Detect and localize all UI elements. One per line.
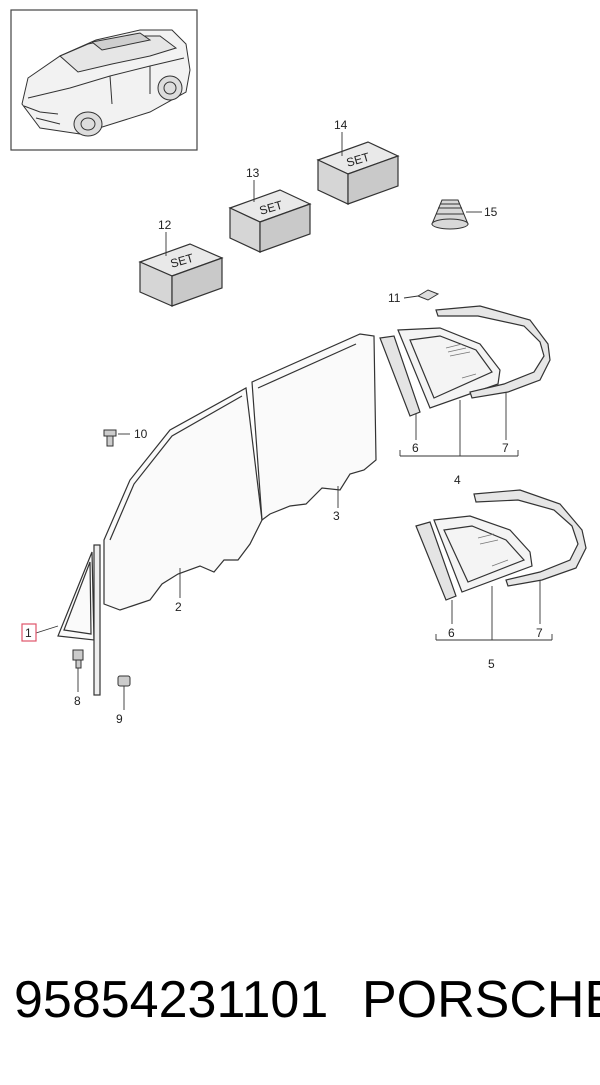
- part-5-fixed-glass: [415, 489, 587, 601]
- brand-name: PORSCHE: [362, 971, 600, 1029]
- callout-1-highlight: [21, 623, 37, 642]
- callout-7-b[interactable]: 7: [536, 626, 543, 640]
- vehicle-thumbnail: [10, 9, 198, 151]
- callout-13[interactable]: 13: [246, 166, 260, 180]
- callout-12[interactable]: 12: [158, 218, 172, 232]
- callout-15[interactable]: 15: [484, 205, 498, 219]
- callout-6-b[interactable]: 6: [448, 626, 455, 640]
- part-4-fixed-glass: [379, 305, 551, 417]
- part-3-rear-door-glass: [251, 333, 377, 522]
- leader-lines: [35, 132, 553, 710]
- part-15-grommet: [431, 199, 469, 230]
- part-8-screw: [72, 649, 84, 669]
- callout-11[interactable]: 11: [388, 291, 401, 305]
- set-box-13: [228, 189, 312, 253]
- part-2-front-door-glass: [103, 387, 263, 611]
- set-label-13: SET: [258, 198, 285, 218]
- callout-9[interactable]: 9: [116, 712, 123, 726]
- part-10-bolt: [103, 429, 117, 447]
- part-11-clip: [416, 289, 440, 301]
- callout-6-a[interactable]: 6: [412, 441, 419, 455]
- part-1-quarter-glass: [57, 551, 95, 641]
- set-label-14: SET: [345, 150, 372, 170]
- callout-14[interactable]: 14: [334, 118, 348, 132]
- callout-3[interactable]: 3: [333, 509, 340, 523]
- set-box-14: [316, 141, 400, 205]
- callout-10[interactable]: 10: [134, 427, 148, 441]
- division-channel: [93, 544, 101, 696]
- callout-1[interactable]: 1: [25, 626, 32, 640]
- callout-8[interactable]: 8: [74, 694, 81, 708]
- callout-2[interactable]: 2: [175, 600, 182, 614]
- set-box-12: [138, 243, 224, 307]
- callout-4[interactable]: 4: [454, 473, 461, 487]
- part-9-nut: [117, 675, 131, 687]
- part-number: 95854231101: [14, 971, 329, 1029]
- callout-5[interactable]: 5: [488, 657, 495, 671]
- callout-7-a[interactable]: 7: [502, 441, 509, 455]
- set-label-12: SET: [169, 251, 196, 271]
